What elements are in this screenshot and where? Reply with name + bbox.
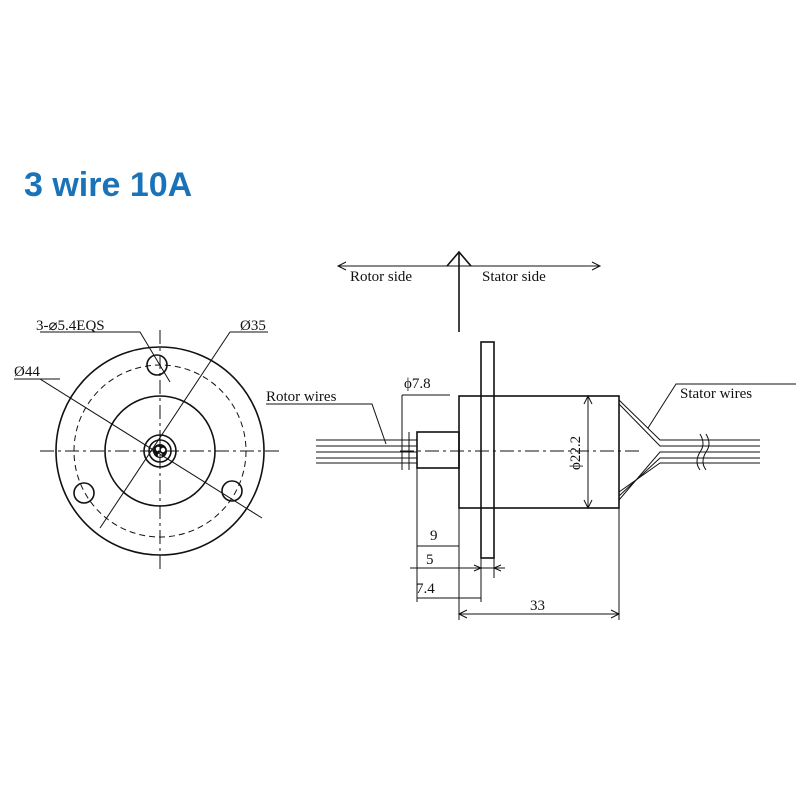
stator-wires xyxy=(618,399,760,501)
dim-9: 9 xyxy=(430,528,438,544)
flange-dia-label: Ø44 xyxy=(14,364,40,380)
dim-33: 33 xyxy=(530,598,545,614)
flange-plate xyxy=(480,341,495,559)
mount-hole-right xyxy=(221,480,243,502)
stator-body xyxy=(458,395,620,509)
dim-7-4: 7.4 xyxy=(416,581,435,597)
stator-side-label: Stator side xyxy=(482,269,546,285)
dim-5: 5 xyxy=(426,552,434,568)
pcd-label: Ø35 xyxy=(240,318,266,334)
body-dia-label: ϕ22.2 xyxy=(568,436,584,470)
holes-label: 3-⌀5.4EQS xyxy=(36,318,105,334)
rotor-wires xyxy=(316,432,417,470)
rotor-shaft xyxy=(416,431,460,469)
stator-wires-label: Stator wires xyxy=(680,386,752,402)
mount-hole-left xyxy=(73,482,95,504)
mount-hole-top xyxy=(146,354,168,376)
shaft-dia-label: ϕ7.8 xyxy=(404,376,431,392)
front-view: 3-⌀5.4EQS Ø35 Ø44 xyxy=(14,318,282,570)
rotor-wires-label: Rotor wires xyxy=(266,389,337,405)
page-title: 3 wire 10A xyxy=(24,166,193,204)
side-view: Rotor side Stator side Rotor wires xyxy=(266,250,796,620)
rotor-side-label: Rotor side xyxy=(350,269,412,285)
